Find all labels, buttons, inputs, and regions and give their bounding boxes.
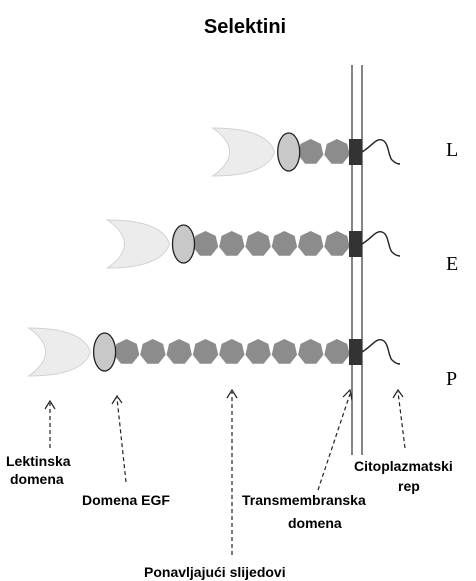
- pointer-cytoplasmic: [392, 388, 406, 449]
- cytoplasmic-tail: [361, 339, 401, 365]
- lectin-domain: [27, 327, 92, 377]
- repeat-domain: [219, 231, 245, 256]
- label-repeats: Ponavljajući slijedovi: [144, 564, 286, 580]
- pointer-lectin: [44, 399, 56, 448]
- repeat-domain: [271, 231, 298, 256]
- repeat-domain: [166, 339, 192, 364]
- egf-domain: [171, 224, 196, 264]
- transmembrane-domain: [349, 139, 362, 165]
- pointer-transmembrane: [317, 388, 353, 491]
- diagram-title: Selektini: [204, 16, 286, 38]
- label-cytoplasmic-tail: Citoplazmatski rep: [354, 458, 457, 494]
- label-lectin-domain: Lektinska domena: [6, 453, 74, 487]
- repeat-domain: [113, 339, 140, 364]
- selectin-e: [105, 219, 401, 269]
- repeat-domain: [298, 139, 324, 164]
- pointer-egf: [111, 394, 127, 483]
- selectin-p: [27, 327, 401, 377]
- repeat-domain: [324, 339, 350, 364]
- row-label-p: P: [446, 368, 457, 390]
- repeat-domain: [324, 139, 350, 164]
- transmembrane-domain: [349, 231, 362, 257]
- cell-membrane: [351, 65, 363, 455]
- repeat-domain: [324, 231, 350, 256]
- repeat-domain: [271, 339, 298, 364]
- label-transmembrane-domain: Transmembranska domena: [242, 492, 370, 531]
- lectin-domain: [211, 127, 276, 177]
- repeat-domain: [192, 231, 219, 256]
- row-label-l: L: [446, 139, 458, 161]
- lectin-domain: [105, 219, 171, 269]
- selectin-molecules: [27, 127, 401, 377]
- egf-domain: [92, 332, 117, 372]
- selectin-l: [211, 127, 401, 177]
- repeat-domain: [298, 231, 324, 256]
- repeat-domain: [192, 339, 219, 364]
- transmembrane-domain: [349, 339, 362, 365]
- repeat-domain: [140, 339, 166, 364]
- repeat-domain: [245, 339, 271, 364]
- egf-domain: [277, 132, 301, 172]
- repeat-domain: [245, 231, 271, 256]
- repeat-domain: [219, 339, 245, 364]
- pointer-repeats: [226, 388, 238, 555]
- cytoplasmic-tail: [361, 139, 401, 165]
- label-egf-domain: Domena EGF: [82, 492, 170, 508]
- row-label-e: E: [446, 253, 458, 275]
- repeat-domain: [298, 339, 324, 364]
- cytoplasmic-tail: [361, 231, 401, 257]
